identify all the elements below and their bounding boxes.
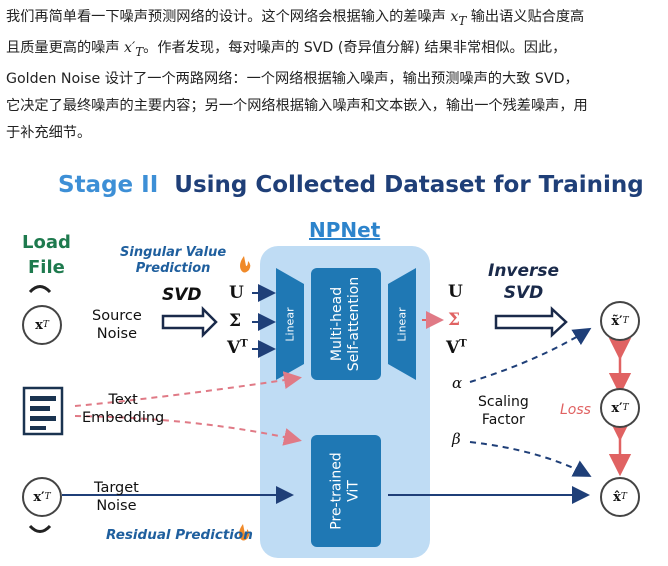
connector-layer <box>22 256 632 541</box>
v-out-label: VT <box>446 338 467 358</box>
node-symbol: x <box>35 317 43 333</box>
node-sub: T <box>622 316 629 326</box>
math-sub: T <box>135 44 144 59</box>
target-output-node: x′T <box>600 388 640 428</box>
inverse-svd-arrow <box>494 306 568 338</box>
node-sub: T <box>42 320 49 330</box>
flame-icon <box>240 256 251 273</box>
residual-prediction-label: Residual Prediction <box>106 527 253 543</box>
para-line-1: 我们再简单看一下噪声预测网络的设计。这个网络会根据输入的差噪声 xT 输出语义贴… <box>6 4 662 35</box>
combined-noise-node: x̃′T <box>600 301 640 341</box>
u-label: U <box>229 283 244 303</box>
node-sub: T <box>622 403 629 413</box>
label-line: Target <box>94 480 139 496</box>
sigma-out-label: Σ <box>448 310 461 330</box>
node-symbol: x′ <box>33 489 45 505</box>
annotation-line: Prediction <box>135 261 211 276</box>
intro-paragraph: 我们再简单看一下噪声预测网络的设计。这个网络会根据输入的差噪声 xT 输出语义贴… <box>6 4 662 147</box>
para-line-4: 它决定了最终噪声的主要内容；另一个网络根据输入噪声和文本嵌入，输出一个残差噪声，… <box>6 97 588 114</box>
v-symbol: V <box>446 338 460 358</box>
scale-line: Factor <box>481 412 525 428</box>
vit-line: Pre-trained <box>329 452 345 530</box>
alpha-label: α <box>452 374 463 392</box>
file-word: File <box>28 257 65 278</box>
para-line-3: Golden Noise 设计了一个两路网络：一个网络根据输入噪声，输出预测噪声… <box>6 70 579 87</box>
linear-text: Linear <box>283 306 297 342</box>
attention-line: Self-attention <box>346 276 362 372</box>
inv-line: Inverse <box>488 261 560 281</box>
node-symbol: x′ <box>611 400 623 416</box>
inv-line: SVD <box>503 283 544 303</box>
text: 且质量更高的噪声 <box>6 39 125 56</box>
stage-number: Stage II <box>58 172 159 198</box>
label-line: Noise <box>96 498 137 514</box>
text: 输出语义贴合度高 <box>466 9 585 25</box>
sigma-label: Σ <box>229 311 242 331</box>
flame-icon <box>239 524 250 541</box>
node-sub: T <box>620 492 627 502</box>
linear-out-block <box>388 268 416 380</box>
bracket <box>28 285 52 294</box>
beta-label: β <box>452 430 461 448</box>
math-x-prime: x′ <box>124 39 136 56</box>
linear-in-block <box>276 268 304 380</box>
loss-label: Loss <box>560 402 591 418</box>
linear-text: Linear <box>395 306 409 342</box>
npnet-title: NPNet <box>309 218 381 242</box>
u-out-label: U <box>448 282 463 302</box>
vit-line: ViT <box>346 480 362 502</box>
v-symbol: V <box>227 338 241 358</box>
node-symbol: x̂ <box>613 489 621 505</box>
svd-label: SVD <box>162 285 202 305</box>
bracket <box>28 524 52 533</box>
linear-in-label: Linear <box>276 284 304 364</box>
predicted-noise-node: x̂T <box>600 477 640 517</box>
alpha-arrow <box>469 327 592 383</box>
math-x: x <box>450 9 459 25</box>
label-line: Text <box>108 392 138 408</box>
text: 我们再简单看一下噪声预测网络的设计。这个网络会根据输入的差噪声 <box>6 9 451 25</box>
scale-line: Scaling <box>478 394 529 410</box>
v-transpose: T <box>240 338 248 350</box>
annotation-line: Singular Value <box>120 245 227 260</box>
math-sub: T <box>458 13 467 28</box>
node-symbol: x̃′ <box>611 313 623 329</box>
stage-caption: Using Collected Dataset for Training <box>174 172 644 198</box>
label-line: Embedding <box>82 410 165 426</box>
node-sub: T <box>44 492 51 502</box>
text: 。作者发现，每对噪声的 SVD (奇异值分解) 结果非常相似。因此， <box>143 39 567 56</box>
label-line: Noise <box>96 326 138 342</box>
stage-title: Stage II Using Collected Dataset for Trai… <box>58 172 644 198</box>
npnet-diagram: Stage II Using Collected Dataset for Trai… <box>0 160 668 566</box>
embedding-to-vit <box>74 415 302 446</box>
svd-arrow <box>161 305 218 339</box>
attention-line: Multi-head <box>329 286 345 362</box>
para-line-2: 且质量更高的噪声 x′T。作者发现，每对噪声的 SVD (奇异值分解) 结果非常… <box>6 35 662 66</box>
v-label: VT <box>227 338 248 358</box>
linear-out-label: Linear <box>388 284 416 364</box>
embedding-to-attention <box>74 371 302 407</box>
load-word: Load <box>22 232 71 253</box>
beta-arrow <box>469 441 592 477</box>
label-line: Source <box>92 308 142 324</box>
para-line-5: 于补充细节。 <box>6 124 92 141</box>
document-icon <box>22 386 64 436</box>
target-noise-node: x′T <box>22 477 62 517</box>
v-transpose: T <box>459 338 467 350</box>
